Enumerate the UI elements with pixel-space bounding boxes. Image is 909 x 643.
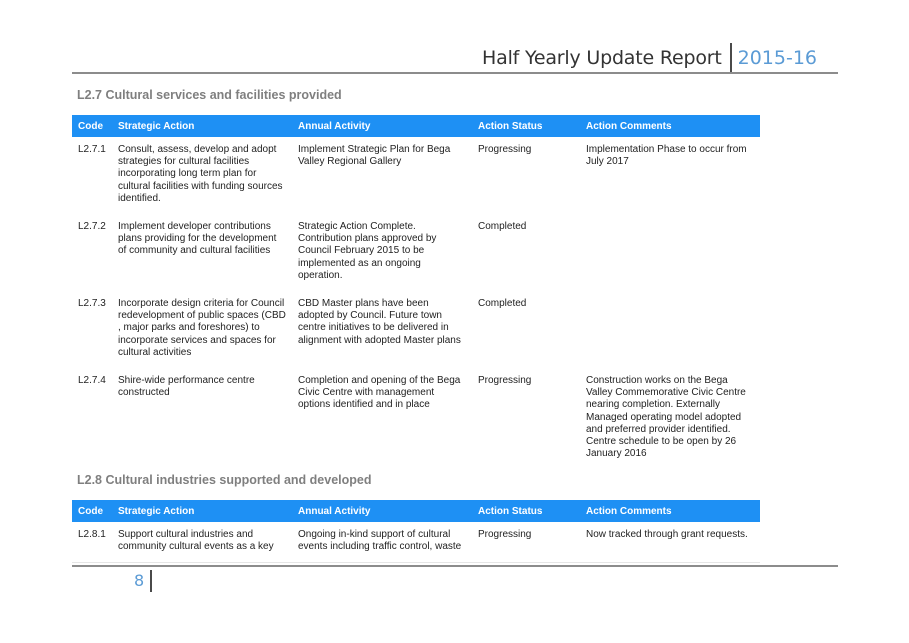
cell-code: L2.7.3 xyxy=(78,298,106,310)
table-row: L2.7.4 Shire-wide performance centre con… xyxy=(72,368,760,469)
column-header-strategic-action: Strategic Action xyxy=(112,115,292,137)
cell-strategic-action: Consult, assess, develop and adopt strat… xyxy=(118,144,283,204)
header-divider xyxy=(729,43,732,73)
cell-strategic-action: Incorporate design criteria for Council … xyxy=(118,298,286,358)
column-header-code: Code xyxy=(72,500,112,522)
actions-table-l2-7: Code Strategic Action Annual Activity Ac… xyxy=(72,115,760,469)
table-row: L2.7.1 Consult, assess, develop and adop… xyxy=(72,137,760,214)
cell-annual-activity: Implement Strategic Plan for Bega Valley… xyxy=(298,144,451,168)
cell-comments xyxy=(580,291,760,368)
column-header-action-status: Action Status xyxy=(472,500,580,522)
cell-code: L2.7.1 xyxy=(78,144,106,155)
section-title-l2-8: L2.8 Cultural industries supported and d… xyxy=(77,473,372,487)
report-year: 2015-16 xyxy=(737,47,817,69)
column-header-annual-activity: Annual Activity xyxy=(292,500,472,522)
column-header-annual-activity: Annual Activity xyxy=(292,115,472,137)
cell-strategic-action: Shire-wide performance centre constructe… xyxy=(118,375,255,399)
cell-strategic-action: Implement developer contributions plans … xyxy=(118,221,277,257)
section-title-l2-7: L2.7 Cultural services and facilities pr… xyxy=(77,88,342,102)
cell-code: L2.7.4 xyxy=(78,375,106,387)
cell-comments: Now tracked through grant requests. xyxy=(580,522,760,564)
header-title-group: Half Yearly Update Report 2015-16 xyxy=(482,43,817,73)
cell-status: Completed xyxy=(478,298,527,310)
table-header-row: Code Strategic Action Annual Activity Ac… xyxy=(72,115,760,137)
cell-strategic-action: Support cultural industries and communit… xyxy=(112,522,292,564)
cell-status: Progressing xyxy=(478,144,532,155)
cell-comments: Implementation Phase to occur from July … xyxy=(586,144,747,168)
table-header-row: Code Strategic Action Annual Activity Ac… xyxy=(72,500,760,522)
actions-table-l2-8: Code Strategic Action Annual Activity Ac… xyxy=(72,500,760,564)
table-row: L2.7.3 Incorporate design criteria for C… xyxy=(72,291,760,368)
column-header-code: Code xyxy=(72,115,112,137)
column-header-action-status: Action Status xyxy=(472,115,580,137)
cell-annual-activity: Ongoing in-kind support of cultural even… xyxy=(292,522,472,564)
page-number: 8 xyxy=(134,571,145,590)
cell-comments xyxy=(580,214,760,291)
cell-annual-activity: CBD Master plans have been adopted by Co… xyxy=(298,298,461,346)
cell-status: Progressing xyxy=(478,375,532,387)
cell-annual-activity: Completion and opening of the Bega Civic… xyxy=(298,375,461,411)
footer-divider xyxy=(150,570,152,592)
cell-annual-activity: Strategic Action Complete. Contribution … xyxy=(298,221,437,281)
table-row: L2.7.2 Implement developer contributions… xyxy=(72,214,760,291)
cell-code: L2.8.1 xyxy=(72,522,112,564)
footer-rule xyxy=(72,565,838,567)
cell-comments: Construction works on the Bega Valley Co… xyxy=(586,375,746,460)
cell-status: Completed xyxy=(478,221,527,233)
column-header-strategic-action: Strategic Action xyxy=(112,500,292,522)
cell-code: L2.7.2 xyxy=(78,221,106,233)
table-row: L2.8.1 Support cultural industries and c… xyxy=(72,522,760,564)
column-header-action-comments: Action Comments xyxy=(580,500,760,522)
column-header-action-comments: Action Comments xyxy=(580,115,760,137)
report-title: Half Yearly Update Report xyxy=(482,47,722,69)
header-rule xyxy=(72,72,838,74)
cell-status: Progressing xyxy=(472,522,580,564)
